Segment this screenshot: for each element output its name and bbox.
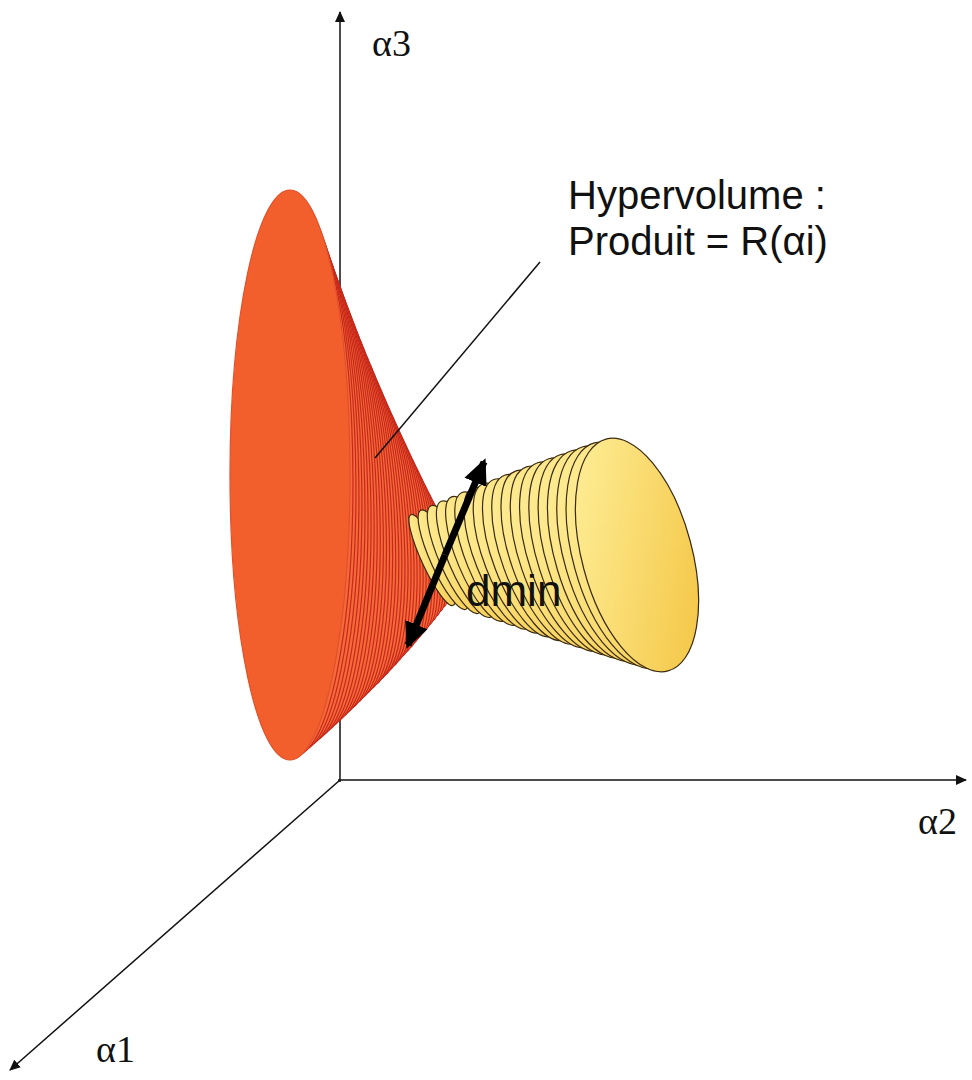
contour-ellipse bbox=[230, 190, 350, 760]
contour-ellipse bbox=[553, 425, 721, 685]
axis-line bbox=[10, 780, 340, 1070]
leader-line bbox=[375, 262, 540, 458]
axis-label: α3 bbox=[372, 22, 411, 66]
distance-arrow bbox=[445, 462, 484, 555]
axis-line bbox=[338, 779, 966, 781]
callout-text: Hypervolume : Produit = R(αi) bbox=[568, 172, 958, 264]
distance-label: dmin bbox=[466, 566, 561, 617]
axis-label: α2 bbox=[918, 800, 957, 844]
axis-label: α1 bbox=[96, 1028, 135, 1072]
volume-shapes bbox=[230, 190, 721, 760]
distance-arrow bbox=[408, 555, 445, 645]
